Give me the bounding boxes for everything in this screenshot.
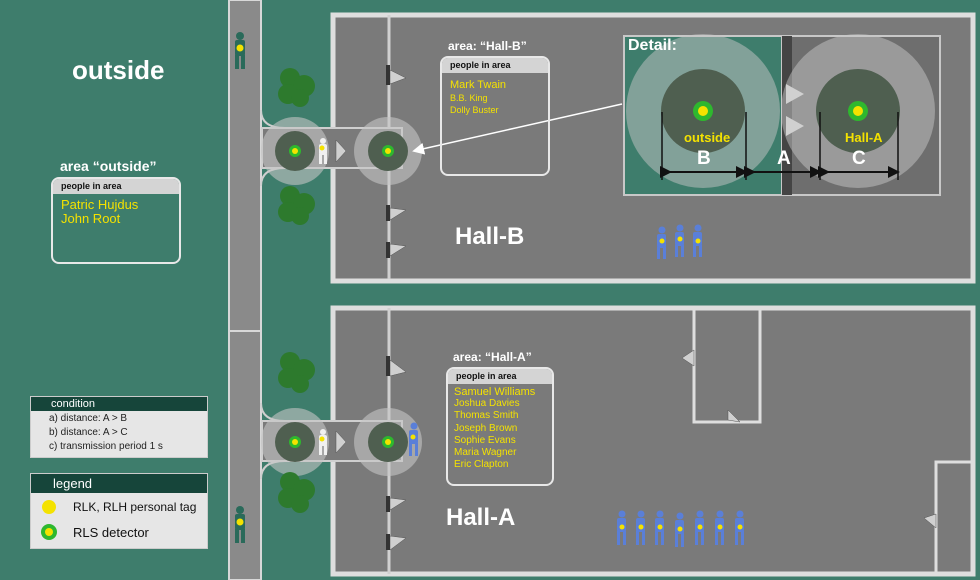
area-outside-title: area “outside” (60, 158, 157, 174)
people-in-area-header: people in area (448, 369, 552, 384)
detail-title: Detail: (628, 37, 677, 54)
person-name: B.B. King (450, 93, 488, 103)
condition-box: condition a) distance: A > B b) distance… (30, 396, 208, 458)
bush-icon (278, 68, 315, 513)
person-name: John Root (61, 211, 121, 226)
person-name: Dolly Buster (450, 105, 499, 115)
tag-icon (42, 500, 56, 514)
person-name: Sophie Evans (454, 434, 516, 446)
area-hall-b-box: people in area Mark Twain B.B. King Doll… (440, 56, 550, 176)
condition-row: c) transmission period 1 s (49, 441, 163, 452)
legend-detector-label: RLS detector (73, 525, 149, 540)
person-name: Patric Hujdus (61, 197, 139, 212)
hall-a-label: Hall-A (446, 504, 516, 531)
people-in-area-header: people in area (53, 179, 179, 194)
person-name: Maria Wagner (454, 447, 517, 459)
legend-box: legend RLK, RLH personal tag RLS detecto… (30, 473, 208, 549)
area-hall-a-title: area: “Hall-A” (453, 350, 532, 364)
detail-hall-a-label: Hall-A (845, 130, 883, 145)
area-hall-a-box: people in area Samuel Williams Joshua Da… (446, 367, 554, 486)
person-name: Joseph Brown (454, 422, 518, 434)
people-in-area-header: people in area (442, 58, 548, 73)
distance-a-label: A (777, 148, 791, 169)
detail-outside-label: outside (684, 130, 731, 145)
person-name: Eric Clapton (454, 459, 509, 471)
legend-tag-label: RLK, RLH personal tag (73, 500, 197, 514)
person-name: Joshua Davies (454, 398, 520, 410)
hall-a-room (330, 305, 976, 577)
condition-row: b) distance: A > C (49, 427, 128, 438)
area-outside-box: people in area Patric Hujdus John Root (51, 177, 181, 264)
legend-title: legend (31, 474, 207, 493)
condition-row: a) distance: A > B (49, 413, 128, 424)
outside-title: outside (72, 55, 165, 85)
corridor-wall (228, 0, 262, 580)
person-name: Samuel Williams (454, 386, 536, 398)
distance-c-label: C (852, 148, 866, 169)
condition-title: condition (31, 397, 207, 411)
person-name: Thomas Smith (454, 410, 519, 422)
person-name: Mark Twain (450, 79, 507, 91)
area-hall-b-title: area: “Hall-B” (448, 39, 527, 53)
hall-b-label: Hall-B (455, 223, 525, 250)
distance-b-label: B (697, 148, 711, 169)
